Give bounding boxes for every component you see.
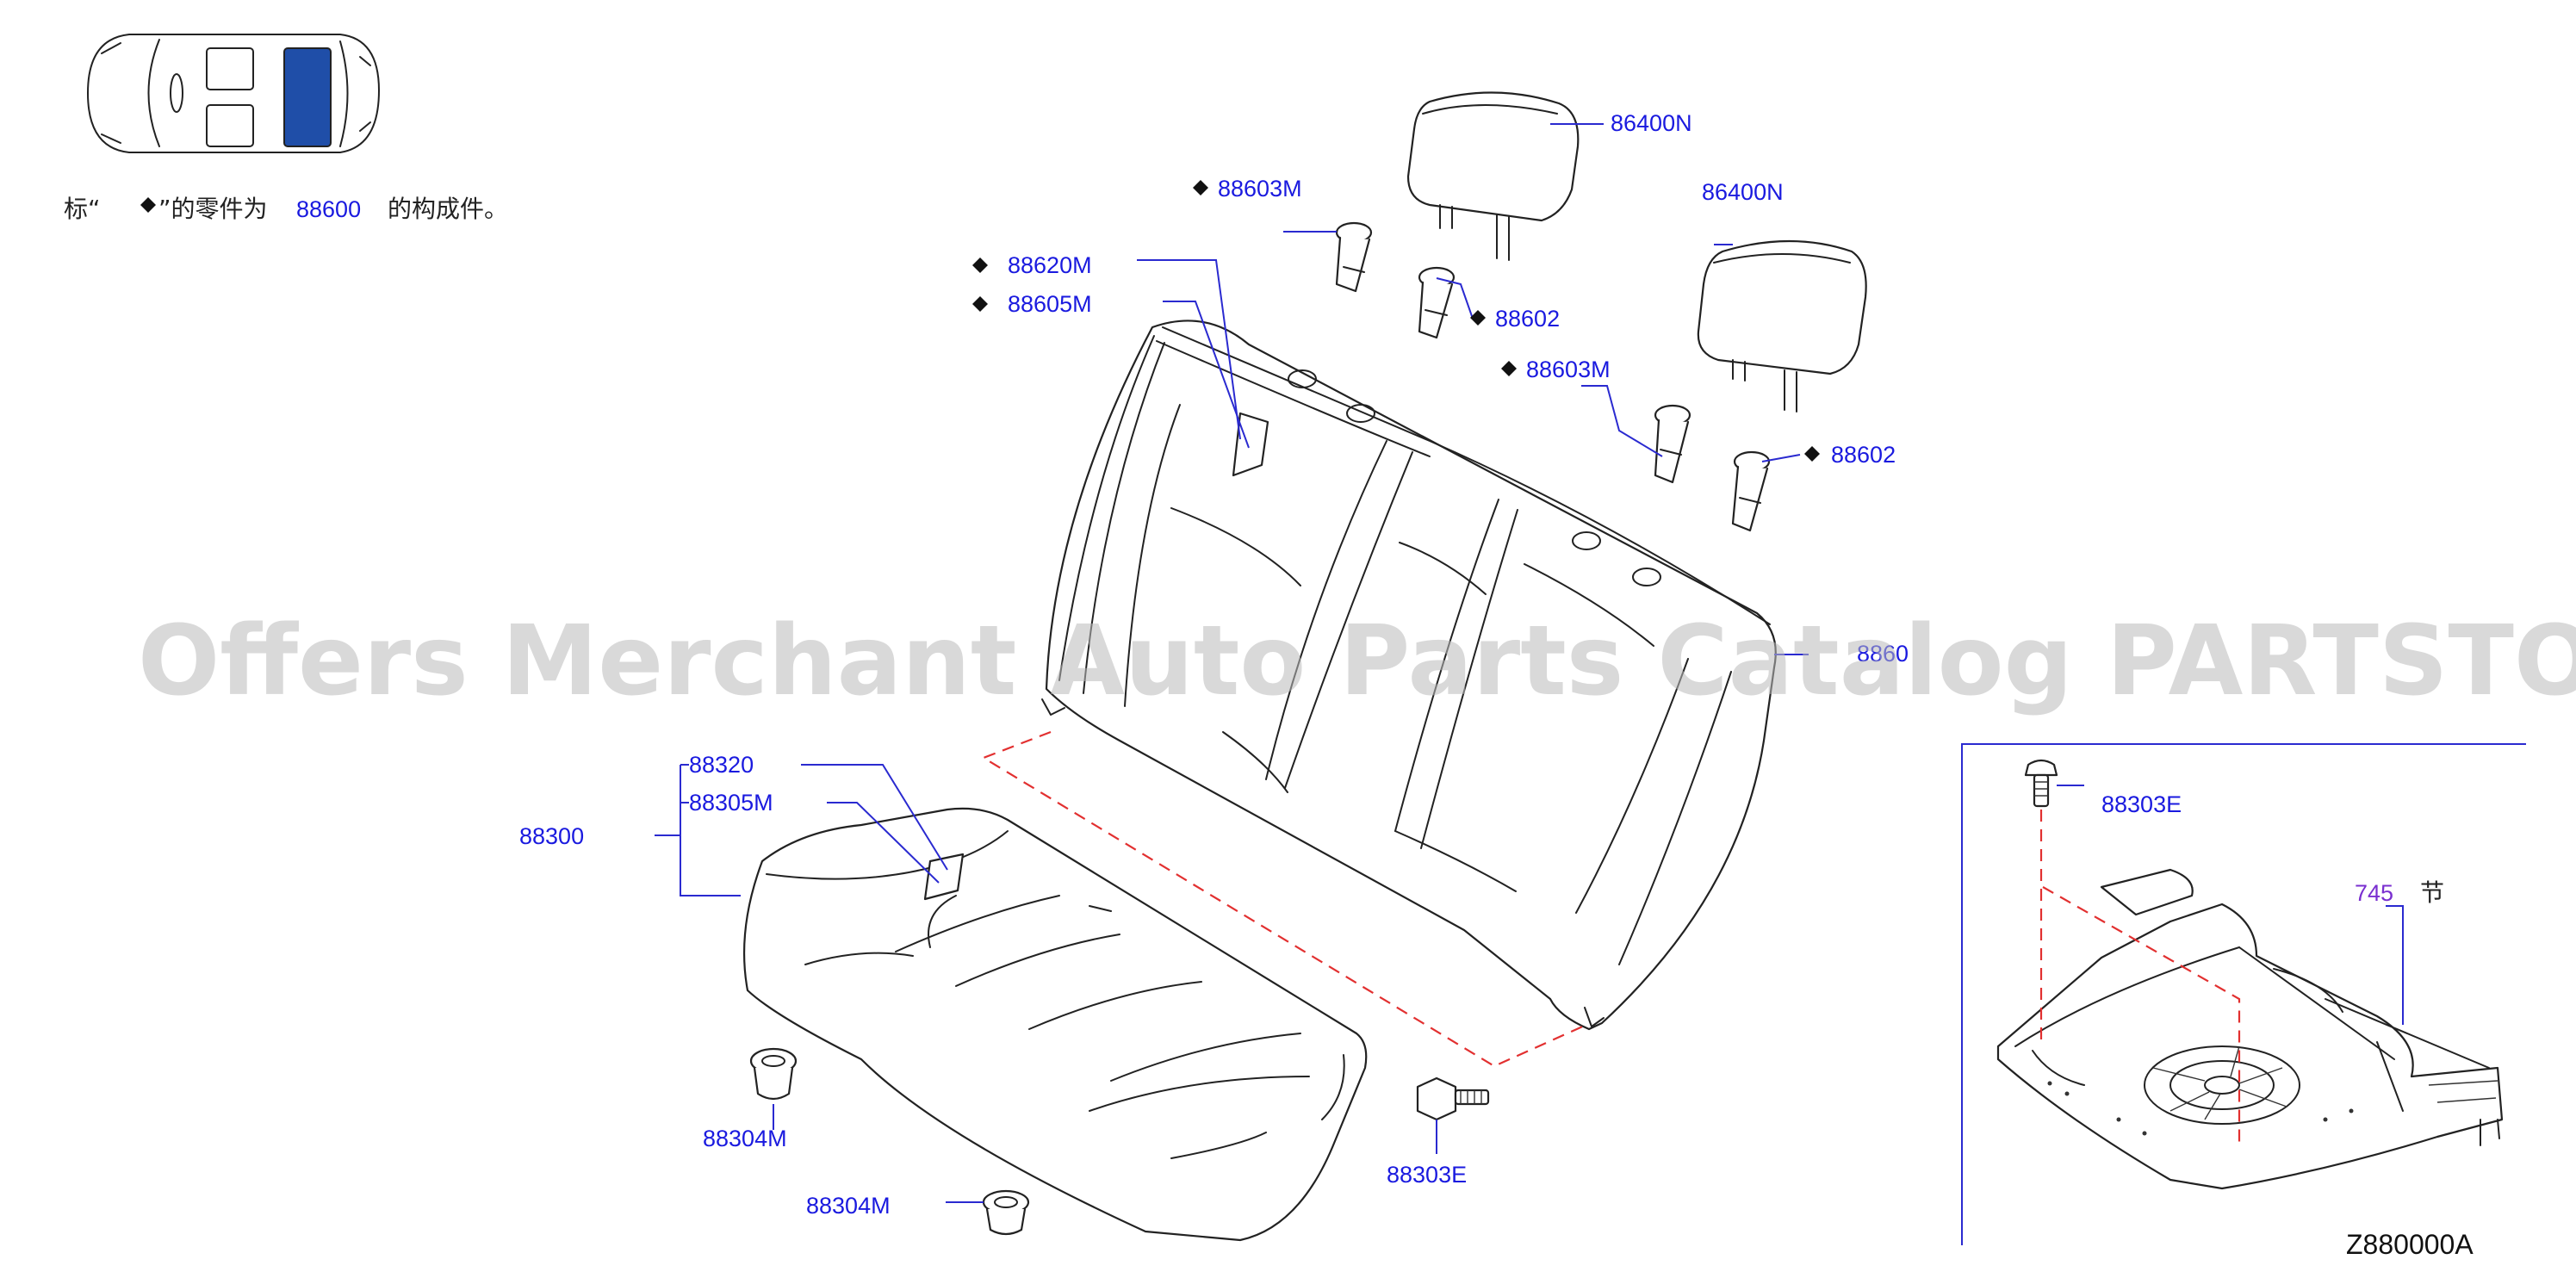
diamond-icon — [1193, 180, 1208, 195]
callout-745-suffix: 节 — [2420, 878, 2444, 907]
callout-88300[interactable]: 88300 — [519, 823, 584, 849]
callout-8860-partial[interactable]: 8860 — [1857, 641, 1909, 667]
headrest-2 — [1697, 239, 1867, 413]
seat-cushion-drawing — [742, 807, 1368, 1242]
headrest-1 — [1406, 91, 1580, 261]
clip-2 — [982, 1189, 1030, 1236]
legend-tail: 的构成件。 — [388, 195, 508, 223]
headrest-guide-1 — [1335, 221, 1373, 293]
diamond-icon — [972, 296, 988, 312]
vehicle-location-thumbnail — [87, 34, 380, 153]
legend-note: 标“ ”的零件为 88600 的构成件。 — [64, 195, 508, 223]
bolt-main — [1416, 1076, 1490, 1121]
legend-part-number[interactable]: 88600 — [296, 196, 361, 222]
diamond-icon — [1470, 310, 1486, 326]
callout-88602-2[interactable]: 88602 — [1831, 442, 1896, 468]
assembly-links — [981, 730, 1587, 1068]
callout-88603M-2[interactable]: 88603M — [1526, 357, 1611, 382]
headrest-guide-3 — [1654, 404, 1691, 484]
diamond-icon — [1501, 361, 1517, 376]
headrest-guide-2 — [1418, 266, 1456, 339]
clip-1 — [749, 1047, 798, 1101]
callout-745[interactable]: 745 — [2355, 880, 2393, 906]
diamond-icon — [972, 257, 988, 273]
diamond-icon — [140, 197, 156, 213]
callout-88620M[interactable]: 88620M — [1008, 252, 1092, 278]
callout-88305M[interactable]: 88305M — [689, 790, 773, 816]
inset-links — [2039, 785, 2404, 1145]
strap-tab-cushion — [923, 853, 965, 901]
leader-lines — [655, 123, 1809, 1203]
floor-bracket — [2100, 868, 2194, 916]
bolt-inset — [2024, 759, 2058, 808]
diagram-code: Z880000A — [2346, 1229, 2474, 1260]
seat-back-drawing — [1041, 320, 1777, 1031]
watermark: Offers Merchant Auto Parts Catalog PARTS… — [138, 605, 2576, 717]
callout-86400N-2[interactable]: 86400N — [1702, 179, 1784, 205]
diamond-icon — [1804, 446, 1820, 462]
callout-88303E-inset[interactable]: 88303E — [2101, 791, 2182, 817]
callout-88602-1[interactable]: 88602 — [1495, 306, 1560, 332]
floor-inset — [1961, 743, 2526, 1245]
callout-88303E-main[interactable]: 88303E — [1387, 1162, 1467, 1188]
highlighted-rear-seat — [283, 47, 332, 147]
callout-88605M[interactable]: 88605M — [1008, 291, 1092, 317]
callout-88603M-1[interactable]: 88603M — [1218, 176, 1302, 202]
headrest-guide-4 — [1731, 450, 1771, 532]
callout-labels: 86400N 86400N 88603M 88620M 88605M 88602… — [519, 110, 2474, 1260]
legend-prefix: 标“ — [64, 195, 101, 223]
callout-88320[interactable]: 88320 — [689, 752, 754, 778]
legend-suffix: ”的零件为 — [158, 195, 268, 223]
callout-86400N-1[interactable]: 86400N — [1611, 110, 1692, 136]
callout-88304M-1[interactable]: 88304M — [703, 1126, 787, 1151]
callout-88304M-2[interactable]: 88304M — [806, 1193, 891, 1219]
